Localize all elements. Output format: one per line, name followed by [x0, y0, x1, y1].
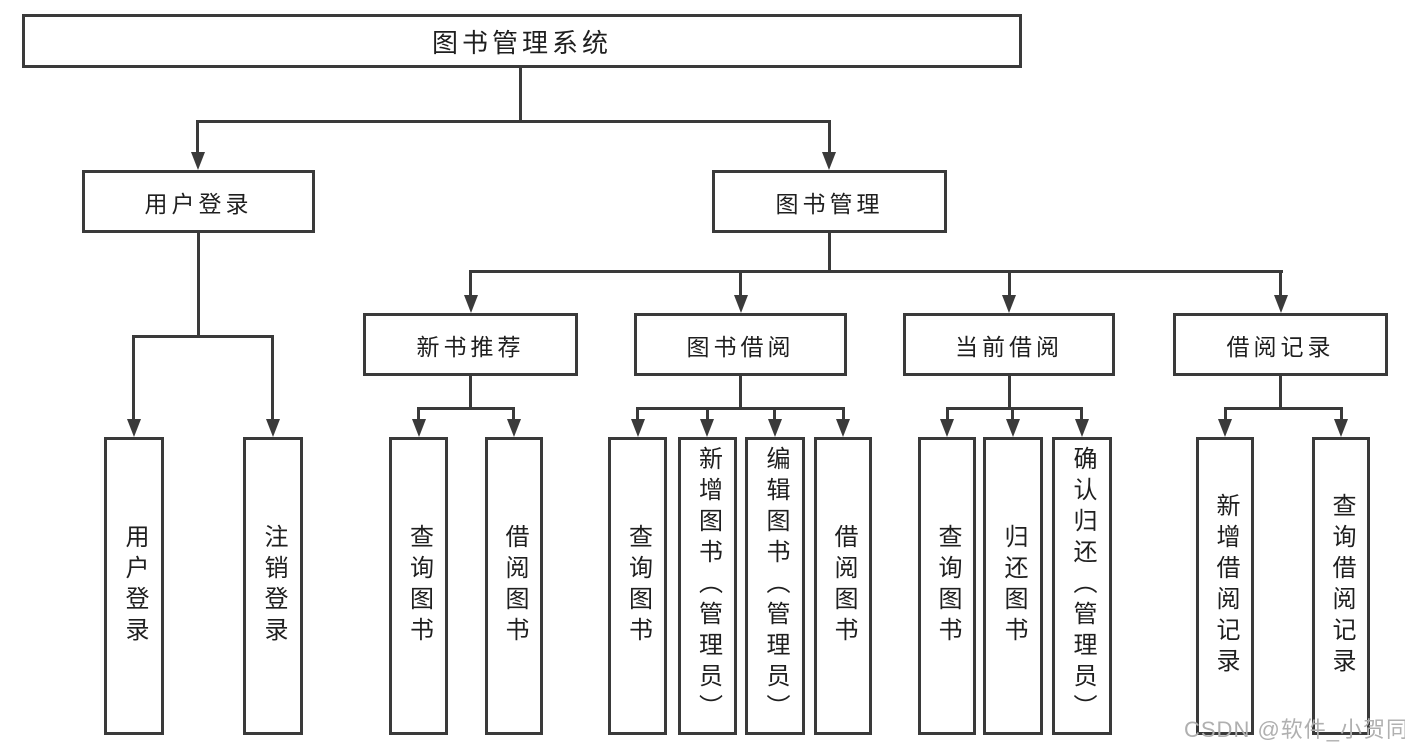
leaf-edit-book-admin: 编辑图书（管理员）	[745, 437, 805, 735]
connector-drop	[1340, 407, 1343, 423]
node-current-borrow: 当前借阅	[903, 313, 1115, 376]
node-label: 查询图书	[934, 524, 961, 648]
connector-stem	[739, 376, 742, 407]
connector-branch	[946, 407, 1083, 410]
node-label: 用户登录	[121, 524, 148, 648]
connector-drop	[946, 407, 949, 423]
arrowhead-down-icon	[1002, 295, 1016, 313]
leaf-borrow-books-recommend: 借阅图书	[485, 437, 543, 735]
connector-drop	[417, 407, 420, 423]
connector-drop	[512, 407, 515, 423]
arrowhead-down-icon	[1075, 419, 1089, 437]
node-label: 图书管理	[775, 190, 884, 217]
connector-branch	[469, 270, 1283, 273]
leaf-add-book-admin: 新增图书（管理员）	[678, 437, 737, 735]
node-label: 确认归还（管理员）	[1069, 446, 1096, 725]
leaf-borrow-books: 借阅图书	[814, 437, 872, 735]
leaf-add-borrow-record: 新增借阅记录	[1196, 437, 1254, 735]
node-label: 当前借阅	[955, 333, 1063, 360]
node-label: 查询图书	[624, 524, 652, 648]
connector-stem	[1008, 376, 1011, 407]
connector-drop	[842, 407, 845, 423]
node-label: 查询图书	[405, 524, 433, 648]
node-label: 新增借阅记录	[1212, 493, 1239, 679]
connector-branch	[636, 407, 844, 410]
leaf-confirm-return-admin: 确认归还（管理员）	[1052, 437, 1112, 735]
connector-drop	[1279, 270, 1282, 299]
connector-drop	[1224, 407, 1227, 423]
connector-drop	[1080, 407, 1083, 423]
connector-stem	[519, 68, 522, 120]
node-label: 归还图书	[1000, 524, 1027, 648]
connector-drop	[132, 335, 135, 423]
connector-stem	[1279, 376, 1282, 407]
arrowhead-down-icon	[768, 419, 782, 437]
node-label: 注销登录	[260, 524, 287, 648]
connector-branch	[196, 120, 831, 123]
leaf-return-books: 归还图书	[983, 437, 1043, 735]
node-label: 新增图书（管理员）	[694, 446, 722, 725]
node-label: 图书借阅	[686, 333, 795, 360]
connector-drop	[773, 407, 776, 423]
arrowhead-down-icon	[700, 419, 714, 437]
leaf-user-login: 用户登录	[104, 437, 164, 735]
node-root: 图书管理系统	[22, 14, 1022, 68]
connector-stem	[828, 233, 831, 270]
node-borrow-records: 借阅记录	[1173, 313, 1388, 376]
arrowhead-down-icon	[822, 152, 836, 170]
arrowhead-down-icon	[412, 419, 426, 437]
arrowhead-down-icon	[507, 419, 521, 437]
arrowhead-down-icon	[940, 419, 954, 437]
leaf-query-books-current: 查询图书	[918, 437, 976, 735]
leaf-query-borrow-record: 查询借阅记录	[1312, 437, 1370, 735]
arrowhead-down-icon	[266, 419, 280, 437]
node-user-login: 用户登录	[82, 170, 315, 233]
connector-drop	[196, 120, 199, 156]
node-book-borrow: 图书借阅	[634, 313, 847, 376]
arrowhead-down-icon	[1006, 419, 1020, 437]
connector-drop	[1011, 407, 1014, 423]
connector-drop	[469, 270, 472, 299]
connector-branch	[417, 407, 515, 410]
arrowhead-down-icon	[191, 152, 205, 170]
connector-drop	[706, 407, 709, 423]
connector-branch	[132, 335, 273, 338]
node-new-book-recommend: 新书推荐	[363, 313, 578, 376]
arrowhead-down-icon	[836, 419, 850, 437]
connector-branch	[1224, 407, 1342, 410]
arrowhead-down-icon	[631, 419, 645, 437]
connector-drop	[1008, 270, 1011, 299]
node-label: 编辑图书（管理员）	[762, 446, 789, 725]
leaf-query-books-borrow: 查询图书	[608, 437, 667, 735]
leaf-query-books-recommend: 查询图书	[389, 437, 448, 735]
node-label: 借阅图书	[501, 524, 528, 648]
node-label: 查询借阅记录	[1328, 493, 1355, 679]
arrowhead-down-icon	[464, 295, 478, 313]
connector-drop	[739, 270, 742, 299]
csdn-watermark: CSDN @软件_小贺同学	[1184, 717, 1405, 742]
connector-drop	[271, 335, 274, 423]
node-label: 借阅图书	[830, 524, 857, 648]
arrowhead-down-icon	[127, 419, 141, 437]
node-book-management: 图书管理	[712, 170, 947, 233]
arrowhead-down-icon	[1274, 295, 1288, 313]
arrowhead-down-icon	[1334, 419, 1348, 437]
node-label: 新书推荐	[416, 333, 525, 360]
connector-drop	[828, 120, 831, 156]
node-label: 用户登录	[144, 190, 253, 217]
node-label: 借阅记录	[1226, 333, 1335, 360]
connector-drop	[636, 407, 639, 423]
leaf-logout: 注销登录	[243, 437, 303, 735]
arrowhead-down-icon	[734, 295, 748, 313]
arrowhead-down-icon	[1218, 419, 1232, 437]
connector-stem	[197, 233, 200, 335]
node-label: 图书管理系统	[431, 27, 612, 58]
connector-stem	[469, 376, 472, 407]
